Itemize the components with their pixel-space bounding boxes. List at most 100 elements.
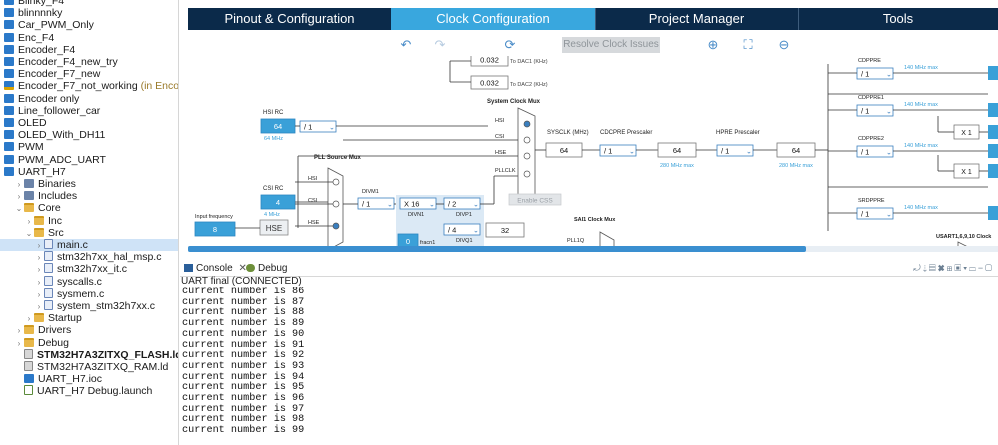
chevron-right-icon[interactable]: › [17, 192, 21, 202]
tree-item[interactable]: Encoder_F4_new_try [0, 56, 178, 68]
tree-item[interactable]: ›Inc [0, 215, 178, 227]
chevron-right-icon[interactable]: › [37, 253, 41, 263]
redo-icon[interactable]: ↷ [434, 37, 446, 52]
chevron-right-icon[interactable]: › [37, 241, 41, 250]
timer-output-field-b[interactable] [988, 164, 998, 178]
tree-item[interactable]: Encoder_F4 [0, 44, 178, 56]
tree-item[interactable]: STM32H7A3ZITXQ_FLASH.ld [0, 348, 178, 361]
clear-console-icon[interactable]: ▤ [928, 263, 938, 273]
divm1-select[interactable] [357, 197, 395, 210]
srdppre-select[interactable] [856, 207, 894, 220]
word-wrap-icon[interactable]: ⤾ [913, 263, 923, 273]
terminate-icon[interactable]: ✖ [937, 263, 947, 273]
tab-debug[interactable]: Debug [246, 263, 287, 275]
fit-icon[interactable]: ⛶ [743, 37, 753, 52]
pin-icon[interactable]: ⊞ [946, 263, 955, 273]
tree-item[interactable]: ›stm32h7xx_hal_msp.c [0, 251, 178, 263]
system-mux-radio[interactable] [523, 136, 531, 144]
console-toolbar-icons[interactable]: ⤾⇣▤✖⊞▣▾▭−▢ [913, 263, 994, 274]
chevron-right-icon[interactable]: › [37, 277, 41, 287]
tree-item[interactable]: ›Drivers [0, 324, 178, 336]
tree-item[interactable]: blinnnnky [0, 7, 178, 19]
minimize-icon[interactable]: − [977, 263, 986, 273]
tab-tools[interactable]: Tools [882, 11, 914, 26]
divn1-select[interactable] [399, 197, 437, 210]
system-mux-radio[interactable] [523, 170, 531, 178]
chevron-right-icon[interactable]: › [27, 314, 31, 324]
chevron-right-icon[interactable]: › [37, 289, 41, 299]
new-console-icon[interactable]: ▭ [969, 263, 978, 273]
enable-css-button[interactable] [508, 193, 562, 206]
horizontal-scrollbar[interactable] [188, 246, 998, 252]
tab-clock-configuration[interactable]: Clock Configuration [391, 8, 596, 30]
tree-item[interactable]: ›system_stm32h7xx.c [0, 300, 178, 312]
divp1-select[interactable] [443, 197, 481, 210]
resolve-clock-issues-button[interactable]: Resolve Clock Issues [562, 37, 660, 53]
system-mux-radio[interactable] [523, 120, 531, 128]
cdppre2-select[interactable] [856, 145, 894, 158]
refresh-icon[interactable]: ⟳ [504, 37, 516, 52]
undo-icon[interactable]: ↶ [400, 37, 412, 52]
tree-item[interactable]: ›Startup [0, 312, 178, 324]
chevron-down-icon[interactable]: ⌄ [25, 228, 33, 238]
tree-item[interactable]: Blinky_F4 [0, 0, 178, 7]
scrollbar-thumb[interactable] [188, 246, 806, 252]
tree-item[interactable]: Encoder_F7_not_working (in Encoder_F7) [0, 80, 178, 92]
dac2-output-field[interactable] [470, 75, 509, 90]
hse-oscillator[interactable] [259, 219, 289, 236]
tree-item[interactable]: UART_H7 Debug.launch [0, 385, 178, 397]
tree-item[interactable]: ›Debug [0, 337, 178, 349]
pll-mux-radio[interactable] [332, 200, 340, 208]
cdppre-output-field[interactable] [988, 66, 998, 80]
chevron-right-icon[interactable]: › [37, 302, 41, 311]
maximize-icon[interactable]: ▢ [985, 263, 994, 273]
cdppre-select[interactable] [856, 67, 894, 80]
cdcpre-prescaler-select[interactable] [599, 144, 637, 157]
divq1-select[interactable] [443, 223, 481, 236]
srdppre-output-field[interactable] [988, 206, 998, 220]
tree-item[interactable]: ›main.c [0, 239, 178, 251]
sai1-clock-mux[interactable] [599, 231, 615, 246]
tree-item[interactable]: OLED [0, 117, 178, 129]
tree-item[interactable]: STM32H7A3ZITXQ_RAM.ld [0, 361, 178, 373]
pll-mux-radio[interactable] [332, 222, 340, 230]
tree-item[interactable]: ›stm32h7xx_it.c [0, 263, 178, 275]
tree-item[interactable]: Encoder_F7_new [0, 68, 178, 80]
tree-item[interactable]: PWM [0, 141, 178, 153]
divq1-output-field[interactable] [485, 222, 525, 238]
chevron-down-icon[interactable]: ⌄ [15, 204, 23, 214]
chevron-right-icon[interactable]: › [17, 326, 21, 336]
tree-item[interactable]: ›Includes [0, 190, 178, 202]
cdppre2-output-field[interactable] [988, 144, 998, 158]
hsi-divider-select[interactable] [299, 120, 337, 133]
pll-mux-radio[interactable] [332, 178, 340, 186]
system-mux-radio[interactable] [523, 152, 531, 160]
chevron-right-icon[interactable]: › [27, 216, 31, 226]
fracn1-field[interactable] [397, 233, 419, 246]
tree-item[interactable]: ⌄Core [0, 202, 178, 214]
timer-output-field-a[interactable] [988, 125, 998, 139]
close-icon[interactable]: ✕ [238, 263, 247, 274]
tree-item[interactable]: Enc_F4 [0, 32, 178, 44]
tree-item[interactable]: Line_follower_car [0, 105, 178, 117]
zoom-in-icon[interactable]: ⊕ [707, 37, 719, 52]
tree-item[interactable]: Car_PWM_Only [0, 19, 178, 31]
tree-item[interactable]: Encoder only [0, 93, 178, 105]
tree-item[interactable]: PWM_ADC_UART [0, 154, 178, 166]
cdppre1-select[interactable] [856, 104, 894, 117]
tree-item[interactable]: ›sysmem.c [0, 287, 178, 300]
menu-icon[interactable]: ▾ [963, 263, 970, 273]
scroll-lock-icon[interactable]: ⇣ [922, 263, 929, 273]
zoom-out-icon[interactable]: ⊖ [778, 37, 790, 52]
cdppre1-output-field[interactable] [988, 103, 998, 117]
usart-clock-mux[interactable] [957, 241, 970, 246]
tree-item[interactable]: UART_H7 [0, 166, 178, 178]
chevron-right-icon[interactable]: › [17, 338, 21, 348]
tree-item[interactable]: UART_H7.ioc [0, 373, 178, 385]
tree-item[interactable]: ›Binaries [0, 178, 178, 190]
hpre-prescaler-select[interactable] [716, 144, 754, 157]
tree-item[interactable]: OLED_With_DH11 [0, 129, 178, 141]
input-frequency-field[interactable] [194, 221, 236, 237]
chevron-right-icon[interactable]: › [17, 180, 21, 189]
